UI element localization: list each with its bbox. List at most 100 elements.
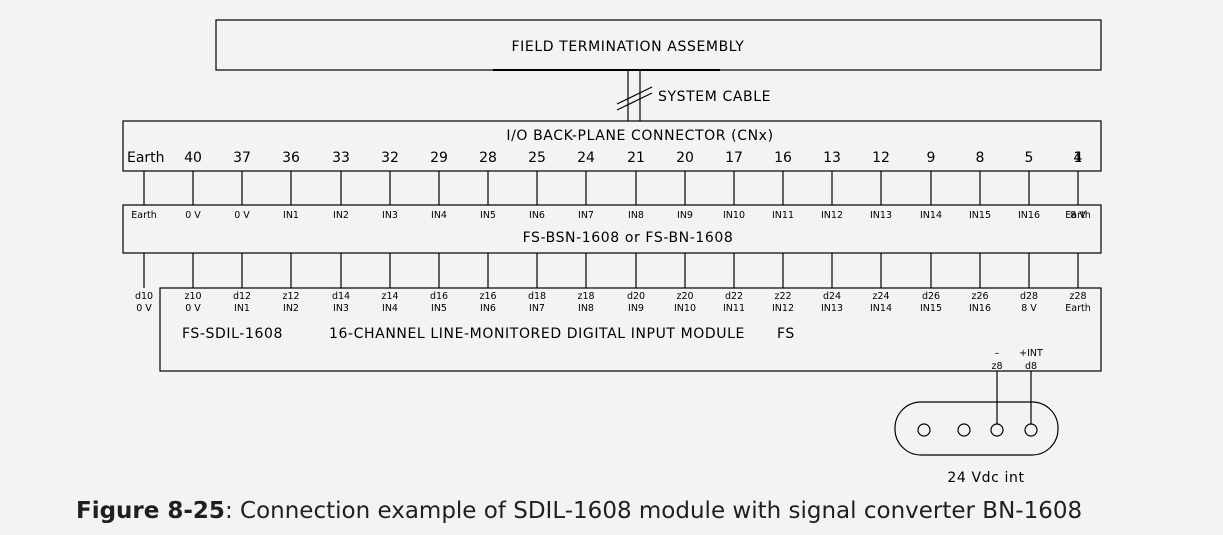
module-pin-id: z22 <box>774 291 791 302</box>
connector-title: I/O BACK-PLANE CONNECTOR (CNx) <box>506 128 773 144</box>
signal-converter-box <box>122 204 1102 254</box>
module-pin-id: z10 <box>184 291 201 302</box>
converter-pin-label: Earth <box>131 210 156 221</box>
connector-pin-number: 37 <box>233 150 251 166</box>
module-pin-signal: IN15 <box>920 303 942 314</box>
module-pin-id: d24 <box>823 291 841 302</box>
connector-pin-number: 20 <box>676 150 694 166</box>
module-pin-id: z26 <box>971 291 988 302</box>
converter-pin-labels: Earth 0 V 0 V IN1 IN2 IN3 IN4 IN5 IN6 IN7 IN8 IN9 IN… <box>131 210 1090 221</box>
caption-label: Figure 8-25 <box>76 498 225 524</box>
converter-pin-label: IN6 <box>529 210 545 221</box>
converter-pin-label: 8 V <box>1070 210 1086 221</box>
connector-pin-number: 36 <box>282 150 300 166</box>
module-pin-id: d18 <box>528 291 546 302</box>
db9-connector <box>894 401 1059 456</box>
connector-pin-number: 28 <box>479 150 497 166</box>
connector-to-converter-wires <box>143 171 1079 205</box>
module-pin-signal: IN1 <box>234 303 250 314</box>
connector-pin-number: 8 <box>976 150 985 166</box>
connector-pin-number: 21 <box>627 150 645 166</box>
connector-pin-1 <box>917 423 931 437</box>
module-pin-signal: IN13 <box>821 303 843 314</box>
connector-pin-number: 9 <box>927 150 936 166</box>
connector-pin-number: 17 <box>725 150 743 166</box>
connector-pin-number: 1 <box>1074 150 1083 166</box>
module-pin-signal: 0 V <box>185 303 201 314</box>
converter-pin-label: IN15 <box>969 210 991 221</box>
module-pin-id: d10 <box>135 291 153 302</box>
module-pin-signal: IN4 <box>382 303 398 314</box>
converter-pin-label: IN1 <box>283 210 299 221</box>
module-pin-id: d26 <box>922 291 940 302</box>
module-pin-signal: IN6 <box>480 303 496 314</box>
connector-pin-number: 33 <box>332 150 350 166</box>
connector-pin-4 <box>1024 423 1038 437</box>
connector-pin-number: 5 <box>1025 150 1034 166</box>
module-name: FS-SDIL-1608 <box>182 326 283 342</box>
module-pin-signal: IN10 <box>674 303 696 314</box>
power-plus-sign: +INT <box>1019 348 1043 359</box>
module-pin-id: d16 <box>430 291 448 302</box>
module-pin-id: d22 <box>725 291 743 302</box>
converter-pin-label: IN5 <box>480 210 496 221</box>
connector-pin-3 <box>990 423 1004 437</box>
module-pin-signal: IN5 <box>431 303 447 314</box>
module-pin-signal: IN9 <box>628 303 644 314</box>
module-pin-id: z18 <box>577 291 594 302</box>
module-pin-signal: IN2 <box>283 303 299 314</box>
converter-pin-label: 0 V <box>234 210 250 221</box>
module-description: 16-CHANNEL LINE-MONITORED DIGITAL INPUT … <box>329 326 745 342</box>
module-pin-id: z24 <box>872 291 889 302</box>
converter-pin-label: IN8 <box>628 210 644 221</box>
connector-pin-number: 4 <box>1074 150 1083 166</box>
module-pin-id: d20 <box>627 291 645 302</box>
converter-pin-label: IN9 <box>677 210 693 221</box>
module-pin-signal: IN16 <box>969 303 991 314</box>
module-pin-id: d28 <box>1020 291 1038 302</box>
module-pin-id: d14 <box>332 291 350 302</box>
module-pin-id: z14 <box>381 291 398 302</box>
module-pin-id: z16 <box>479 291 496 302</box>
converter-pin-label: IN11 <box>772 210 794 221</box>
module-pin-id: d12 <box>233 291 251 302</box>
module-pin-signal: Earth <box>1065 303 1090 314</box>
connector-pin-number: 24 <box>577 150 595 166</box>
module-pin-signal: IN8 <box>578 303 594 314</box>
module-pin-signal: 8 V <box>1021 303 1037 314</box>
module-pin-signal: IN3 <box>333 303 349 314</box>
converter-pin-label: 0 V <box>185 210 201 221</box>
converter-pin-label: IN13 <box>870 210 892 221</box>
converter-pin-label: IN4 <box>431 210 447 221</box>
power-minus-sign: – <box>995 348 1000 359</box>
connector-pin-number: 25 <box>528 150 546 166</box>
module-pin-id: z20 <box>676 291 693 302</box>
converter-pin-label: IN2 <box>333 210 349 221</box>
caption-text: : Connection example of SDIL-1608 module… <box>224 498 1083 524</box>
module-pin-id: z28 <box>1069 291 1086 302</box>
figure-caption: Figure 8-25: Connection example of SDIL-… <box>76 498 1082 524</box>
connector-pin-number: 13 <box>823 150 841 166</box>
module-pin-signal: 0 V <box>136 303 152 314</box>
module-pin-signal: IN14 <box>870 303 892 314</box>
connector-pin-number: Earth <box>127 150 165 166</box>
connector-pin-number: 16 <box>774 150 792 166</box>
converter-to-module-wires <box>143 253 1079 288</box>
module-pin-id: z12 <box>282 291 299 302</box>
connector-pin-2 <box>957 423 971 437</box>
connector-pin-number: 12 <box>872 150 890 166</box>
power-plus-pin: d8 <box>1025 361 1037 372</box>
converter-pin-label: IN3 <box>382 210 398 221</box>
module-pin-signal: IN11 <box>723 303 745 314</box>
converter-pin-label: IN12 <box>821 210 843 221</box>
backplane-connector-box <box>122 120 1102 172</box>
connector-pin-number: 40 <box>184 150 202 166</box>
converter-pin-label: IN14 <box>920 210 942 221</box>
converter-pin-label: IN7 <box>578 210 594 221</box>
module-fs-label: FS <box>777 326 795 342</box>
fta-label: FIELD TERMINATION ASSEMBLY <box>512 39 745 55</box>
system-cable-label: SYSTEM CABLE <box>658 89 771 105</box>
system-cable <box>616 70 653 121</box>
